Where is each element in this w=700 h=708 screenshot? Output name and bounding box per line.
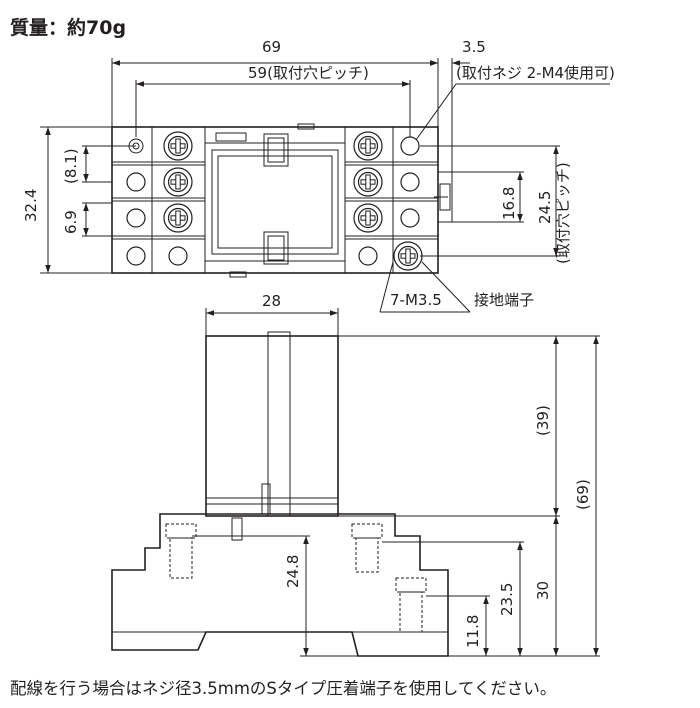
socket-base-side bbox=[111, 513, 449, 657]
terminal-screw-icon bbox=[163, 167, 193, 197]
top-view: 69 59(取付穴ピッチ) 3.5 (取付ネジ 2-M4使用可) 32.4 (8… bbox=[22, 38, 615, 313]
dim-mount-pitch: 59(取付穴ピッチ) bbox=[248, 64, 369, 82]
weight-title: 質量：約70g bbox=[10, 16, 126, 39]
side-view: 28 (39) (69) 30 24.8 23.5 11.8 bbox=[111, 292, 600, 657]
terminal-screw-icon bbox=[163, 131, 193, 161]
terminal-screw-icon bbox=[353, 203, 383, 233]
socket-base-outline bbox=[111, 126, 439, 274]
dim-terminal-height-2: 23.5 bbox=[498, 583, 516, 616]
dim-rail-height: 16.8 bbox=[500, 187, 518, 220]
terminal-screw-icon bbox=[163, 203, 193, 233]
ground-terminal-label: 接地端子 bbox=[474, 291, 534, 309]
dim-height-overall: 32.4 bbox=[22, 189, 40, 222]
terminal-screw-icon bbox=[353, 167, 383, 197]
dim-terminal-height-3: 11.8 bbox=[464, 615, 482, 648]
dim-screw-spec: (取付ネジ 2-M4使用可) bbox=[456, 64, 615, 82]
dim-terminal-height-1: 24.8 bbox=[284, 555, 302, 588]
dim-terminal-spec: 7-M3.5 bbox=[390, 291, 442, 309]
dim-overall-width: 69 bbox=[262, 38, 281, 56]
dim-screw-offset: 3.5 bbox=[462, 38, 486, 56]
dim-pitch-a: (8.1) bbox=[62, 148, 80, 184]
dim-pitch-b: 6.9 bbox=[62, 210, 80, 234]
relay-body bbox=[205, 335, 339, 517]
dim-relay-height: (39) bbox=[534, 405, 552, 436]
wiring-footnote: 配線を行う場合はネジ径3.5mmのSタイプ圧着端子を使用してください。 bbox=[10, 679, 556, 698]
dim-mount-pitch-vertical-note: (取付穴ピッチ) bbox=[554, 162, 572, 264]
ground-terminal-screw-icon bbox=[393, 241, 423, 271]
dim-mount-pitch-vertical: 24.5 bbox=[536, 191, 554, 224]
dim-total-height: (69) bbox=[574, 479, 592, 510]
dim-relay-width: 28 bbox=[262, 292, 281, 310]
dim-base-height: 30 bbox=[534, 581, 552, 600]
terminal-screw-icon bbox=[353, 131, 383, 161]
